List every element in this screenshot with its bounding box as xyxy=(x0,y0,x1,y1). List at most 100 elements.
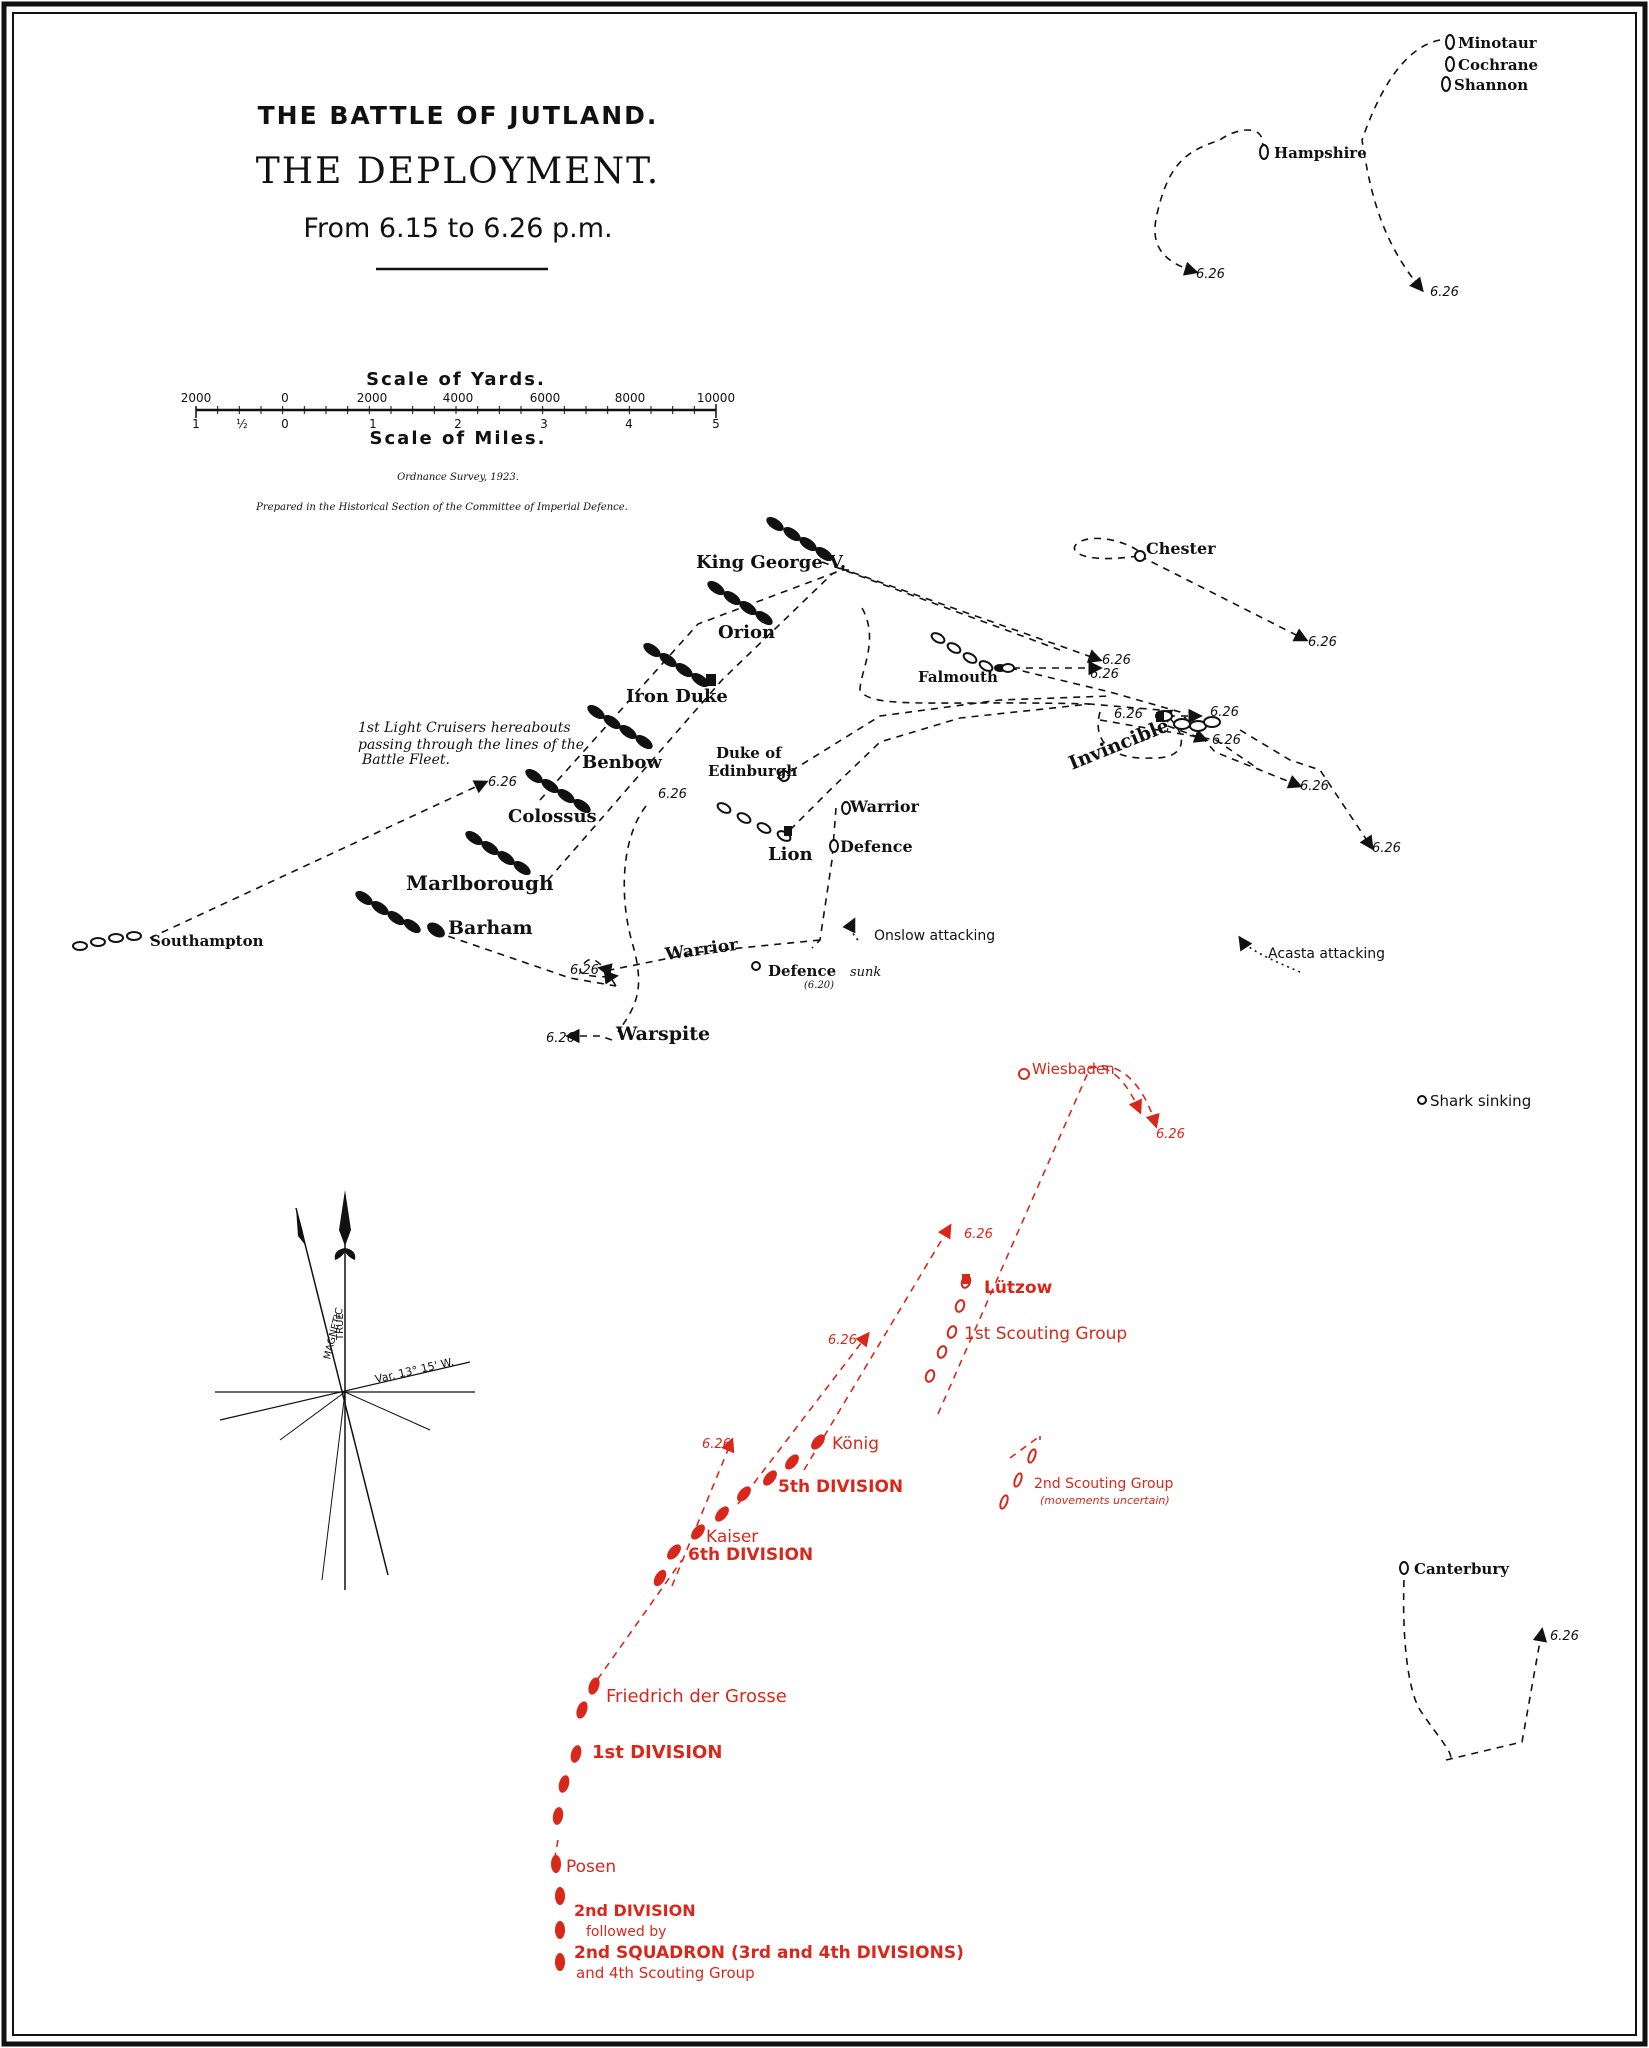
label-fourth-scouting: and 4th Scouting Group xyxy=(576,1964,755,1982)
label-posen: Posen xyxy=(566,1857,616,1877)
label-warrior-track: Warrior xyxy=(663,935,740,965)
label-canterbury: Canterbury xyxy=(1414,1560,1510,1578)
scale-yard-tick-4: 6000 xyxy=(530,391,561,405)
note-sunk-time: (6.20) xyxy=(804,980,834,991)
compass-rose: MAGNETIC TRUE Var. 13° 15' W. xyxy=(215,1190,475,1590)
note-shark-sinking: Shark sinking xyxy=(1430,1092,1531,1110)
note-onslow: Onslow attacking xyxy=(874,928,995,944)
scale-yard-tick-0: 2000 xyxy=(181,391,212,405)
compass-variation-label: Var. 13° 15' W. xyxy=(374,1355,455,1386)
time-wiesbaden: 6.26 xyxy=(1156,1127,1185,1142)
note-acasta: Acasta attacking xyxy=(1268,946,1385,962)
time-warspite: 6.26 xyxy=(546,1031,575,1046)
ship-group-orion xyxy=(707,580,773,626)
label-king-george: King George V. xyxy=(696,552,846,573)
label-iron-duke: Iron Duke xyxy=(626,686,728,707)
label-marlborough: Marlborough xyxy=(406,871,554,895)
time-warspite-circle: 6.26 xyxy=(570,963,599,978)
label-konig: König xyxy=(832,1434,879,1454)
german-labels: Wiesbaden Lützow 1st Scouting Group Köni… xyxy=(566,1060,1185,1982)
label-minotaur: Minotaur xyxy=(1458,34,1538,52)
time-first-scouting: 6.26 xyxy=(828,1333,857,1348)
ship-group-colossus xyxy=(525,768,591,814)
label-defence: Defence xyxy=(840,837,913,856)
note-sunk: sunk xyxy=(850,965,881,980)
ship-group-marlborough xyxy=(465,830,531,876)
true-north-arrow-icon xyxy=(339,1190,351,1246)
label-chester: Chester xyxy=(1146,539,1216,558)
label-lion: Lion xyxy=(768,844,813,865)
label-wiesbaden: Wiesbaden xyxy=(1032,1060,1115,1078)
ship-group-second-scouting xyxy=(999,1448,1037,1510)
ship-group-invincible xyxy=(1155,710,1221,732)
german-ships xyxy=(551,1068,1037,1971)
note-light-cruisers-3: Battle Fleet. xyxy=(361,752,450,768)
time-minotaur: 6.26 xyxy=(1430,285,1459,300)
time-invincible-4: 6.26 xyxy=(1300,779,1329,794)
scale-mile-tick-0: 1 xyxy=(192,417,200,431)
label-cochrane: Cochrane xyxy=(1458,56,1538,74)
title-line-1: THE BATTLE OF JUTLAND. xyxy=(258,101,659,130)
label-warrior: Warrior xyxy=(849,797,920,816)
time-invincible-3: 6.26 xyxy=(1212,733,1241,748)
note-defence-sunk: Defence xyxy=(768,962,836,980)
time-hampshire: 6.26 xyxy=(1196,267,1225,282)
label-duke-of-edinburgh-2: Edinburgh xyxy=(708,762,797,780)
time-lutzow: 6.26 xyxy=(964,1227,993,1242)
scale-bar: Scale of Yards. 2000 0 2000 4000 6000 80… xyxy=(181,369,735,513)
label-second-scouting-note: (movements uncertain) xyxy=(1040,1494,1170,1507)
label-first-division: 1st DIVISION xyxy=(592,1742,722,1763)
scale-mile-tick-7: 5 xyxy=(712,417,720,431)
title-line-2: THE DEPLOYMENT. xyxy=(256,151,660,192)
label-hampshire: Hampshire xyxy=(1274,144,1367,162)
scale-minor-ticks xyxy=(195,406,717,414)
label-fifth-division: 5th DIVISION xyxy=(778,1477,903,1497)
ship-group-barham xyxy=(355,890,445,938)
time-invincible-1: 6.26 xyxy=(1114,707,1143,722)
label-barham: Barham xyxy=(448,917,533,939)
scale-yard-tick-2: 2000 xyxy=(357,391,388,405)
german-tracks xyxy=(553,1064,1160,1863)
british-labels: Minotaur Cochrane Shannon Hampshire Ches… xyxy=(150,34,1579,1644)
scale-mile-tick-1: ½ xyxy=(236,417,248,431)
ship-group-fifth-division xyxy=(715,1434,825,1522)
label-duke-of-edinburgh-1: Duke of xyxy=(716,744,783,762)
ordnance-survey-note: Ordnance Survey, 1923. xyxy=(397,472,519,483)
ship-group-king-george xyxy=(766,516,833,562)
scale-yards-title: Scale of Yards. xyxy=(366,369,546,390)
ship-group-sixth-division xyxy=(653,1524,705,1587)
label-first-scouting: 1st Scouting Group xyxy=(964,1324,1127,1344)
ship-wiesbaden xyxy=(1018,1068,1030,1080)
label-kaiser: Kaiser xyxy=(706,1527,758,1547)
ship-group-iron-duke xyxy=(643,642,716,688)
note-light-cruisers-1: 1st Light Cruisers hereabouts xyxy=(358,720,571,736)
ship-group-first-scouting xyxy=(924,1274,972,1383)
scale-mile-tick-3: 1 xyxy=(369,417,377,431)
scale-yard-tick-1: 0 xyxy=(281,391,289,405)
label-shannon: Shannon xyxy=(1454,76,1528,94)
label-second-squadron: 2nd SQUADRON (3rd and 4th DIVISIONS) xyxy=(574,1943,964,1963)
time-king-george-1: 6.26 xyxy=(1102,653,1131,668)
title-line-3: From 6.15 to 6.26 p.m. xyxy=(303,213,612,244)
scale-miles-title: Scale of Miles. xyxy=(370,428,547,449)
ship-group-benbow xyxy=(587,704,653,750)
title-block: THE BATTLE OF JUTLAND. THE DEPLOYMENT. F… xyxy=(256,101,660,271)
time-king-george-2: 6.26 xyxy=(1090,667,1119,682)
time-chester: 6.26 xyxy=(1308,635,1337,650)
note-light-cruisers-2: passing through the lines of the xyxy=(358,737,584,753)
time-lion: 6.26 xyxy=(658,787,687,802)
label-sixth-division: 6th DIVISION xyxy=(688,1545,813,1565)
ship-group-lion xyxy=(716,802,792,842)
ship-single-markers xyxy=(751,550,1427,1575)
label-benbow: Benbow xyxy=(582,752,662,773)
time-southampton: 6.26 xyxy=(488,775,517,790)
fleur-de-lis-icon xyxy=(334,1248,356,1260)
scale-yard-tick-6: 10000 xyxy=(697,391,735,405)
ship-group-second-division xyxy=(555,1887,565,1971)
label-friedrich: Friedrich der Grosse xyxy=(606,1686,787,1707)
ship-group-armoured-cruisers xyxy=(1259,34,1455,160)
scale-mile-tick-6: 4 xyxy=(625,417,633,431)
label-second-scouting: 2nd Scouting Group xyxy=(1034,1476,1173,1492)
